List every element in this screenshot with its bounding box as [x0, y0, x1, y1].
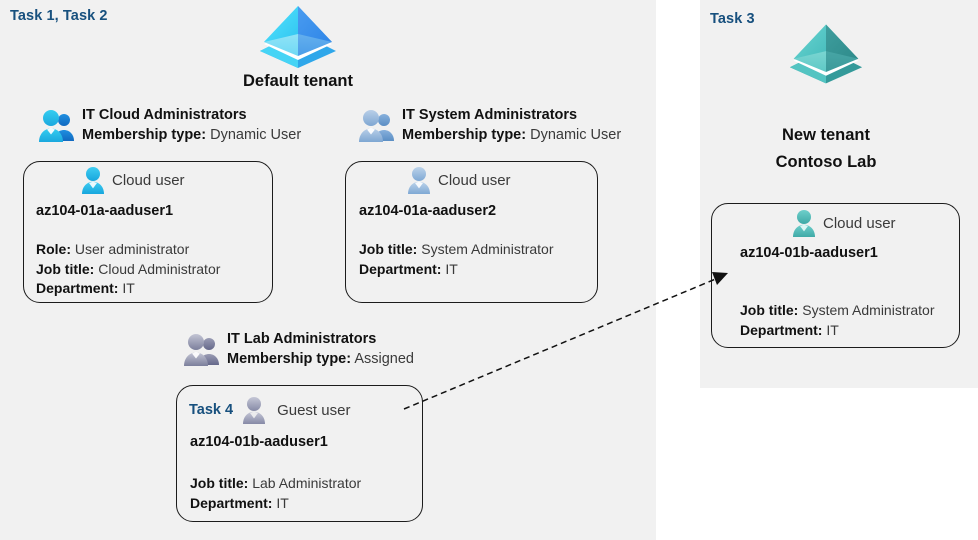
group-title-2: IT System Administrators: [402, 107, 578, 123]
group-it-lab-administrators: IT Lab Administrators Membership type: A…: [183, 330, 414, 369]
attr-value-2-1: IT: [445, 260, 458, 277]
attr-value-2-0: System Administrator: [421, 241, 554, 257]
group-users-icon-2: [358, 109, 398, 143]
azure-ad-tenant-icon-default: [258, 2, 338, 70]
group-title-3: IT Lab Administrators: [227, 331, 377, 347]
cloud-user-icon-1: [80, 166, 106, 194]
group-it-cloud-administrators: IT Cloud Administrators Membership type:…: [38, 106, 301, 145]
membership-type-value-3: Assigned: [354, 351, 414, 367]
user-type-2: Cloud user: [438, 171, 511, 189]
attr-label-3-1: Department:: [190, 494, 273, 511]
attr-label-4-1: Department:: [740, 321, 823, 338]
user-type-1: Cloud user: [112, 171, 185, 189]
attr-value-3-1: IT: [276, 494, 289, 511]
attributes-1: Role: User administrator Job title: Clou…: [36, 240, 220, 299]
attr-label-4-0: Job title:: [740, 302, 799, 318]
group-title-1: IT Cloud Administrators: [82, 107, 247, 123]
task-tag-card-guest: Task 4: [189, 402, 234, 418]
attr-value-4-1: IT: [826, 321, 839, 338]
attr-value-3-0: Lab Administrator: [252, 475, 362, 491]
attributes-3: Job title: Lab Administrator Department:…: [190, 474, 361, 513]
username-4: az104-01b-aaduser1: [740, 245, 878, 261]
task-label-left: Task 1, Task 2: [10, 8, 108, 24]
username-3: az104-01b-aaduser1: [190, 434, 328, 450]
cloud-user-icon-3: [791, 209, 817, 237]
attr-label-2-1: Department:: [359, 260, 442, 277]
user-card-guest-aaduser1: [176, 385, 423, 522]
guest-user-icon: [241, 396, 267, 424]
attr-value-1-1: Cloud Administrator: [98, 260, 221, 277]
membership-type-value-2: Dynamic User: [530, 127, 622, 143]
task-label-right: Task 3: [710, 11, 755, 27]
new-tenant-caption-line2: Contoso Lab: [775, 153, 877, 171]
group-users-icon-1: [38, 109, 78, 143]
attr-value-4-0: System Administrator: [802, 302, 935, 318]
azure-ad-tenant-icon-new: [788, 20, 864, 86]
default-tenant-caption: Default tenant: [242, 72, 353, 90]
attr-label-1-0: Role:: [36, 241, 71, 257]
username-2: az104-01a-aaduser2: [359, 203, 497, 219]
new-tenant-caption-line1: New tenant: [781, 126, 870, 144]
attributes-4: Job title: System Administrator Departme…: [740, 301, 935, 340]
attr-label-1-1: Job title:: [36, 260, 95, 277]
user-card-newtenant-aaduser1: [711, 203, 960, 348]
group-it-system-administrators: IT System Administrators Membership type…: [358, 106, 621, 145]
user-card-aaduser1: [23, 161, 273, 303]
username-1: az104-01a-aaduser1: [36, 203, 174, 219]
card-head-aaduser1: Cloud user: [80, 166, 185, 194]
attributes-2: Job title: System Administrator Departme…: [359, 240, 554, 279]
attr-label-1-2: Department:: [36, 280, 119, 296]
membership-type-label-2: Membership type:: [402, 127, 527, 143]
membership-type-value-1: Dynamic User: [210, 127, 302, 143]
membership-type-label-1: Membership type:: [82, 127, 207, 143]
user-type-3: Guest user: [277, 401, 351, 419]
card-head-guest-aaduser1: Task 4 Guest user: [189, 396, 350, 424]
attr-label-2-0: Job title:: [359, 241, 418, 257]
attr-value-1-0: User administrator: [74, 241, 190, 257]
cloud-user-icon-2: [406, 166, 432, 194]
user-type-4: Cloud user: [823, 214, 896, 232]
card-head-aaduser2: Cloud user: [406, 166, 511, 194]
card-head-newtenant-aaduser1: Cloud user: [791, 209, 896, 237]
attr-value-1-2: IT: [122, 280, 135, 296]
group-users-icon-3: [183, 333, 223, 367]
membership-type-label-3: Membership type:: [227, 351, 352, 367]
attr-label-3-0: Job title:: [190, 475, 249, 491]
